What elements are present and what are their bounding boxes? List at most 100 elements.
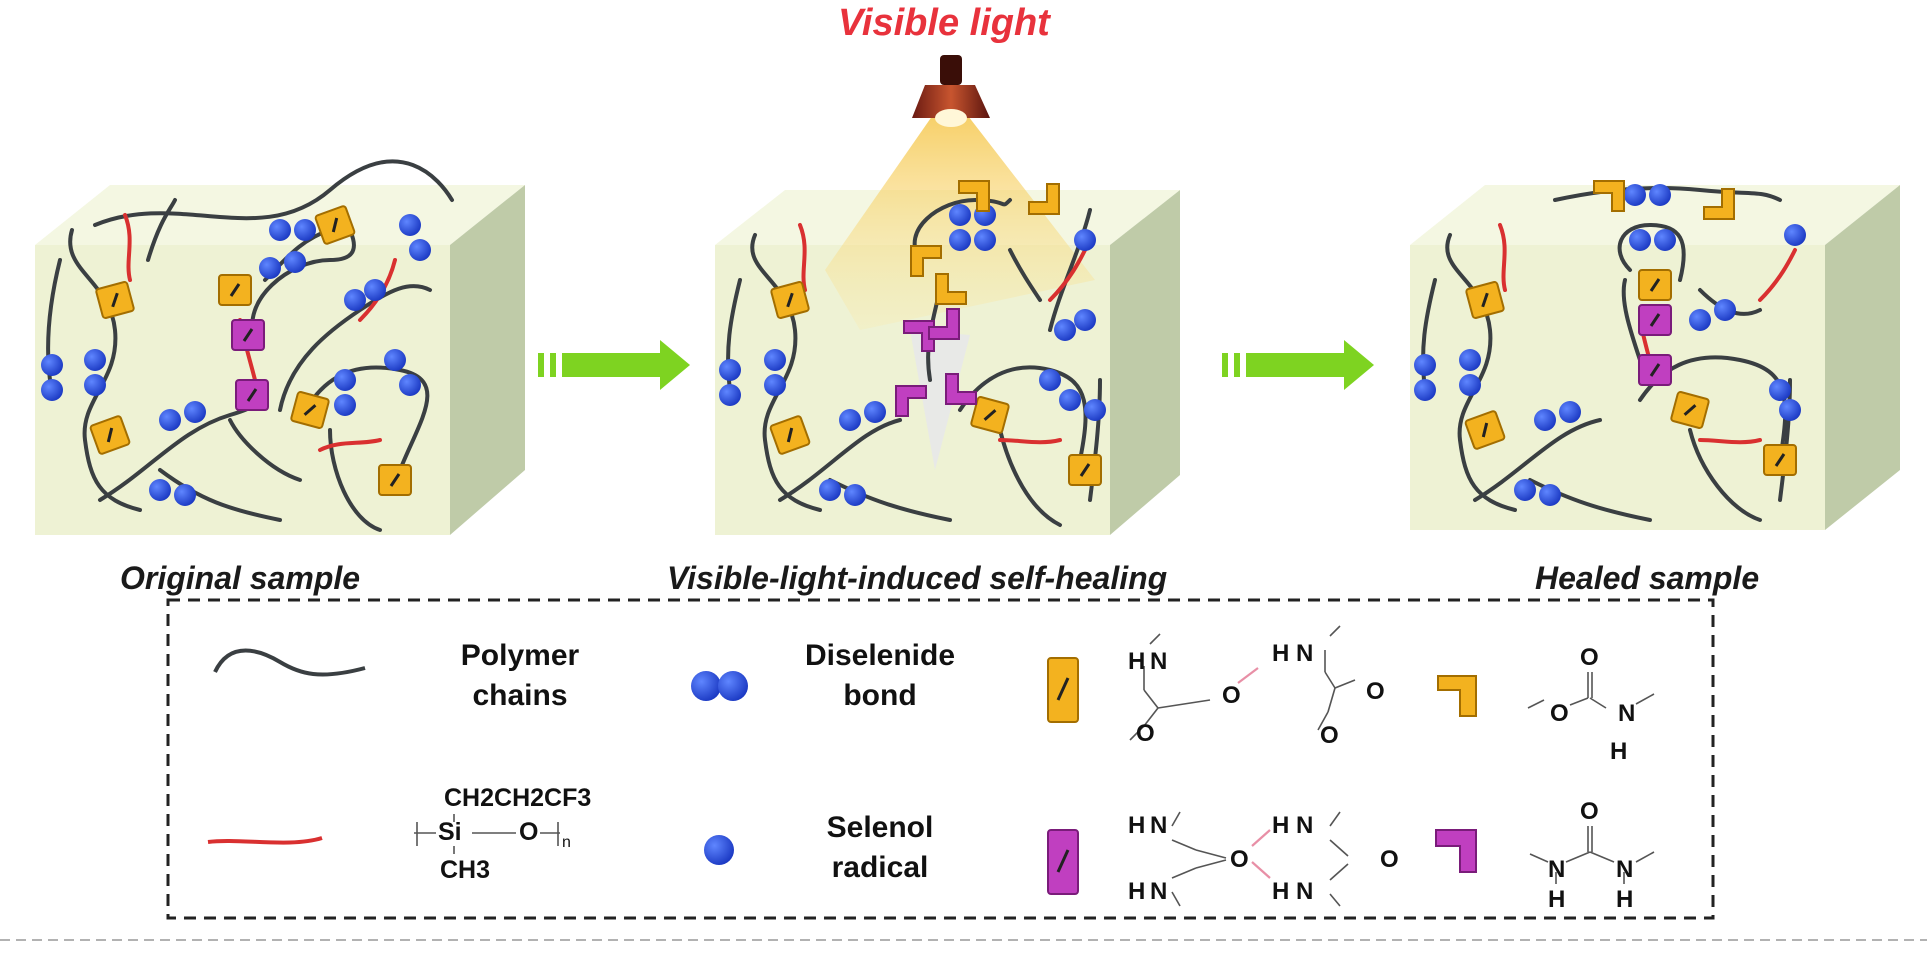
- legend-urethane-pair-icon: [1047, 657, 1079, 723]
- selenium-bead: [1649, 184, 1671, 206]
- legend-polymer-label: Polymer chains: [420, 636, 620, 716]
- label-healed-sample: Healed sample: [1535, 560, 1760, 596]
- selenium-bead: [344, 289, 366, 311]
- selenium-bead: [949, 204, 971, 226]
- urethane-half: [910, 245, 942, 277]
- polymer-chain: [1617, 222, 1686, 282]
- atom-symbol: H: [1272, 640, 1290, 667]
- siloxane-structure: [414, 814, 560, 854]
- urethane-block: [290, 391, 330, 429]
- atom-symbol: N: [1618, 700, 1636, 727]
- selenium-bead: [1084, 399, 1106, 421]
- polymer-chain: [278, 284, 432, 412]
- selenium-bead: [364, 279, 386, 301]
- selenium-bead: [259, 257, 281, 279]
- atom-symbol: N: [1616, 856, 1634, 883]
- legend-urea-half-icon: [1435, 829, 1477, 873]
- polymer-chain: [778, 418, 902, 502]
- legend-selenol-line-2: radical: [831, 851, 929, 884]
- urethane-block: [314, 205, 356, 245]
- urethane-block: [1068, 454, 1102, 486]
- polymer-chain: [158, 468, 282, 522]
- atom-symbol: H: [1128, 648, 1146, 675]
- urethane-block: [1763, 444, 1797, 476]
- polymer-chain: [998, 428, 1062, 527]
- polymer-chain: [1008, 248, 1042, 302]
- fluorosiloxane-segment: [318, 438, 382, 452]
- selenium-bead: [1074, 309, 1096, 331]
- atom-symbol: N: [1548, 856, 1566, 883]
- atom-symbol: N: [1296, 640, 1314, 667]
- atom-symbol: O: [1230, 846, 1249, 873]
- selenium-bead: [174, 484, 196, 506]
- selenium-bead: [84, 349, 106, 371]
- selenium-bead: [719, 359, 741, 381]
- polymer-chain: [328, 428, 382, 532]
- siloxane-n: n: [562, 834, 571, 851]
- selenium-bead: [1629, 229, 1651, 251]
- legend-polymer-chain-icon: [213, 648, 366, 677]
- fluorosiloxane-segment: [1698, 438, 1762, 445]
- selenium-bead: [1459, 349, 1481, 371]
- atom-symbol: H: [1128, 812, 1146, 839]
- selenium-bead: [1514, 479, 1536, 501]
- legend-diselenide-icon: [691, 671, 748, 701]
- polymer-chain: [1048, 208, 1092, 332]
- atom-symbol: H: [1548, 886, 1566, 913]
- atom-symbol: N: [1296, 812, 1314, 839]
- selenium-bead: [1689, 309, 1711, 331]
- atom-symbol: O: [1380, 846, 1399, 873]
- arrow-1-icon: [538, 340, 690, 390]
- selenium-bead: [1654, 229, 1676, 251]
- atom-symbol: O: [1550, 700, 1569, 727]
- selenium-bead: [1534, 409, 1556, 431]
- atom-symbol: N: [1150, 878, 1168, 905]
- selenium-bead: [1624, 184, 1646, 206]
- selenium-bead: [149, 479, 171, 501]
- selenium-bead: [1714, 299, 1736, 321]
- fluorosiloxane-segment: [1048, 248, 1087, 302]
- urethane-block: [218, 274, 252, 306]
- polymer-chain: [1621, 278, 1642, 362]
- urea-block: [231, 319, 265, 351]
- polymer-chain: [228, 418, 302, 482]
- figure-title: Visible light: [838, 2, 1050, 44]
- siloxane-o: O: [519, 818, 539, 846]
- selenium-bead: [334, 369, 356, 391]
- atom-symbol: H: [1128, 878, 1146, 905]
- urea-hbond-structure: [1171, 811, 1349, 907]
- atom-symbol: O: [1136, 720, 1155, 747]
- selenium-bead: [399, 374, 421, 396]
- legend-urethane-half-icon: [1437, 675, 1477, 717]
- label-original-sample: Original sample: [120, 560, 361, 596]
- urethane-block: [769, 415, 811, 455]
- urethane-block: [378, 464, 412, 496]
- selenium-bead: [294, 219, 316, 241]
- selenium-bead: [1559, 401, 1581, 423]
- siloxane-si: Si: [438, 818, 462, 846]
- legend-polymer-line-2: chains: [472, 679, 568, 712]
- carbamate-structure: [1527, 672, 1655, 709]
- atom-symbol: N: [1296, 878, 1314, 905]
- selenium-bead: [1779, 399, 1801, 421]
- atom-symbol: H: [1272, 878, 1290, 905]
- urethane-half: [958, 180, 990, 212]
- atom-symbol: H: [1610, 738, 1628, 765]
- urea-half: [903, 320, 935, 352]
- polymer-chain: [1688, 428, 1762, 522]
- selenium-bead: [844, 484, 866, 506]
- selenium-bead: [864, 401, 886, 423]
- polymer-chain: [912, 197, 1012, 262]
- selenium-bead: [1769, 379, 1791, 401]
- atom-symbol: O: [1580, 798, 1599, 825]
- polymer-chain: [298, 365, 430, 472]
- selenium-bead: [334, 394, 356, 416]
- selenium-bead: [974, 229, 996, 251]
- legend-diselenide-line-2: bond: [843, 679, 917, 712]
- selenium-bead: [1414, 354, 1436, 376]
- atom-symbol: O: [1320, 722, 1339, 749]
- selenium-bead: [284, 251, 306, 273]
- legend-polymer-line-1: Polymer: [460, 639, 580, 672]
- fluorosiloxane-segment: [123, 213, 132, 282]
- selenium-bead: [1074, 229, 1096, 251]
